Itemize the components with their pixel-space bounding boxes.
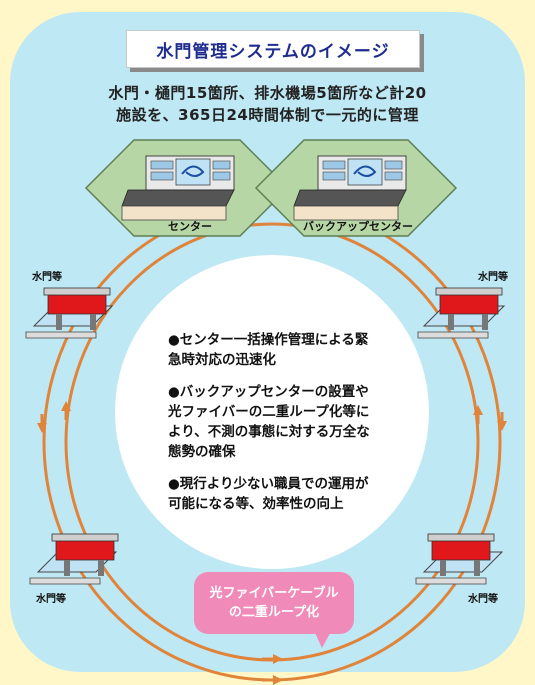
benefits-list: ●センター一括操作管理による緊急時対応の迅速化 ●バックアップセンターの設置や光… bbox=[168, 330, 378, 526]
callout-line-1: 光ファイバーケーブル bbox=[209, 586, 339, 601]
benefit-item: ●センター一括操作管理による緊急時対応の迅速化 bbox=[168, 332, 369, 368]
subtitle-line-2: 施設を、365日24時間体制で一元的に管理 bbox=[116, 106, 419, 124]
callout-tail bbox=[312, 626, 334, 648]
callout-line-2: の二重ループ化 bbox=[228, 605, 320, 620]
gate-label-top-right: 水門等 bbox=[478, 272, 508, 283]
fiber-loop-callout: 光ファイバーケーブル の二重ループ化 bbox=[194, 572, 354, 634]
control-console-icon bbox=[121, 155, 235, 221]
diagram-title: 水門管理システムのイメージ bbox=[126, 30, 420, 68]
floodgate-icon bbox=[415, 533, 504, 585]
control-console-icon bbox=[293, 155, 407, 221]
subtitle-line-1: 水門・樋門15箇所、排水機場5箇所など計20 bbox=[108, 84, 427, 102]
gate-label-top-left: 水門等 bbox=[32, 272, 62, 283]
gate-label-bottom-left: 水門等 bbox=[36, 594, 66, 605]
floodgate-icon bbox=[25, 287, 114, 339]
floodgate-icon bbox=[417, 287, 506, 339]
backup-center-label: バックアップセンター bbox=[303, 220, 413, 233]
benefit-item: ●現行より少ない職員での運用が可能になる等、効率性の向上 bbox=[168, 476, 369, 512]
gate-label-bottom-right: 水門等 bbox=[468, 594, 498, 605]
center-circle bbox=[115, 255, 429, 569]
floodgate-icon bbox=[29, 533, 119, 585]
center-label: センター bbox=[168, 220, 212, 233]
benefit-item: ●バックアップセンターの設置や光ファイバーの二重ループ化等により、不測の事態に対… bbox=[168, 384, 370, 460]
